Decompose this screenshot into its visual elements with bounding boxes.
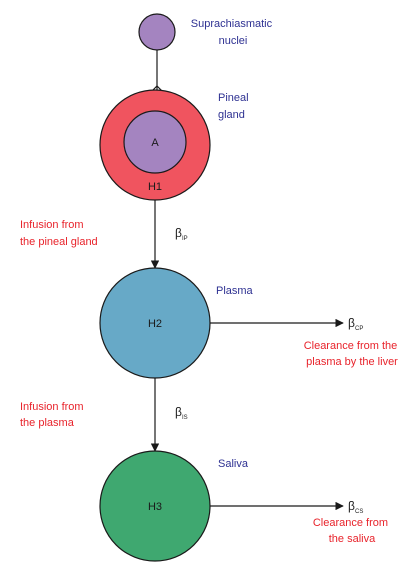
beta-ip-symbol: β [175, 226, 182, 240]
pineal-inner-text: A [151, 137, 159, 149]
beta-cs-symbol: β [348, 499, 355, 513]
beta-cs-subscript: CS [355, 509, 363, 515]
scn-node [138, 13, 176, 51]
beta-cp-symbol: β [348, 316, 355, 330]
scn-label: Suprachiasmatic nuclei [191, 18, 275, 47]
plasma-h2-text: H2 [148, 318, 162, 330]
pineal-h1-text: H1 [148, 181, 162, 193]
plasma-label: Plasma [216, 285, 254, 297]
infusion-pineal-label: Infusion from the pineal gland [20, 219, 98, 248]
clearance-plasma-label: Clearance from the plasma by the liver [304, 340, 401, 368]
beta-cp-subscript: CP [355, 326, 363, 332]
clearance-saliva-label: Clearance from the saliva [313, 517, 391, 545]
pineal-label: Pineal gland [218, 92, 252, 121]
saliva-label: Saliva [218, 458, 249, 470]
saliva-h3-text: H3 [148, 501, 162, 513]
infusion-plasma-label: Infusion from the plasma [20, 401, 87, 429]
pineal-inner-circle [123, 110, 187, 174]
beta-is-subscript: IS [182, 415, 188, 421]
beta-is-symbol: β [175, 405, 182, 419]
beta-ip-subscript: IP [182, 236, 188, 242]
